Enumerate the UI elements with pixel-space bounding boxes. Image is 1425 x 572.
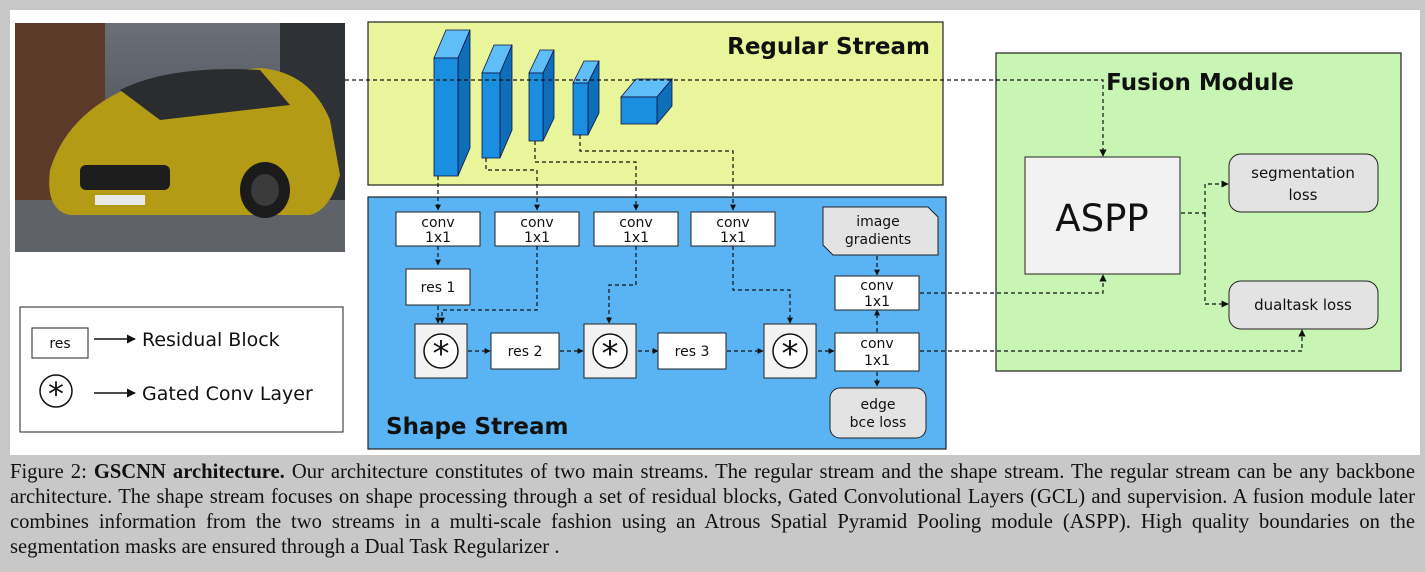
conv-label-bottom: 1x1 <box>623 230 649 246</box>
conv-label-top: conv <box>716 215 749 231</box>
caption-prefix: Figure 2: <box>10 461 94 483</box>
conv-label-bottom: 1x1 <box>524 230 550 246</box>
legend-res-box <box>31 327 89 359</box>
conv-label-top: conv <box>421 215 454 231</box>
segmentation-loss-box: segmentation loss <box>1228 153 1379 213</box>
conv-label-top: conv <box>619 215 652 231</box>
caption-text: Our architecture constitutes of two main… <box>10 461 1415 558</box>
caption-title: GSCNN architecture. <box>93 461 285 483</box>
conv-block-1: conv 1x1 <box>395 211 481 247</box>
res-block-1-label: res 1 <box>421 280 456 296</box>
gated-conv-layer-2: * <box>583 323 637 379</box>
conv-block-2: conv 1x1 <box>494 211 580 247</box>
connectors <box>345 79 1306 387</box>
conv-block-fusion-top: conv 1x1 <box>834 275 920 311</box>
image-gradients-line1: image <box>856 214 900 230</box>
res-block-2: res 2 <box>490 332 560 370</box>
cnn-layer-5 <box>620 77 673 126</box>
gate-symbol: * <box>602 334 619 374</box>
res-block-3-label: res 3 <box>675 344 710 360</box>
figure-panel: Regular Stream Shape Stream Fusion Modul… <box>10 10 1420 455</box>
cnn-layer-1 <box>433 29 471 177</box>
conv-label-bottom: 1x1 <box>864 353 890 369</box>
legend-res-box-label: res <box>49 336 70 352</box>
edge-bce-loss-box: edge bce loss <box>829 387 927 439</box>
segmentation-loss-line1: segmentation <box>1251 164 1355 182</box>
res-block-3: res 3 <box>657 332 727 370</box>
conv-label-top: conv <box>860 278 893 294</box>
conv-label-top: conv <box>520 215 553 231</box>
dualtask-loss-box: dualtask loss <box>1228 280 1379 330</box>
gated-conv-layer-3: * <box>763 323 817 379</box>
gate-symbol: * <box>782 334 799 374</box>
legend-gate-symbol: * <box>48 375 64 413</box>
legend-res-label: Residual Block <box>142 329 280 351</box>
conv-label-bottom: 1x1 <box>864 294 890 310</box>
res-block-2-label: res 2 <box>508 344 543 360</box>
conv-label-top: conv <box>860 336 893 352</box>
conv-block-fusion-bottom: conv 1x1 <box>834 332 920 372</box>
legend: res Residual Block * Gated Conv Layer <box>19 306 344 433</box>
regular-stream-title: Regular Stream <box>727 34 930 60</box>
dualtask-loss-label: dualtask loss <box>1254 296 1352 314</box>
conv-label-bottom: 1x1 <box>425 230 451 246</box>
cnn-layer-3 <box>528 49 555 142</box>
shape-stream-title: Shape Stream <box>386 414 569 440</box>
architecture-diagram: Regular Stream Shape Stream Fusion Modul… <box>15 21 1402 450</box>
car-photo <box>15 23 345 252</box>
fusion-module-title: Fusion Module <box>1106 70 1294 96</box>
gate-symbol: * <box>433 334 450 374</box>
cnn-layer-2 <box>481 44 513 159</box>
legend-gate-circle <box>39 374 73 408</box>
conv-label-bottom: 1x1 <box>720 230 746 246</box>
aspp-box: ASPP <box>1024 156 1181 275</box>
figure-caption: Figure 2: GSCNN architecture. Our archit… <box>10 460 1415 560</box>
legend-gate-label: Gated Conv Layer <box>142 383 313 405</box>
gated-conv-layer-1: * <box>414 323 468 379</box>
edge-loss-line2: bce loss <box>850 415 907 431</box>
segmentation-loss-line2: loss <box>1289 186 1318 204</box>
edge-loss-line1: edge <box>861 397 896 413</box>
res-block-1: res 1 <box>405 268 471 306</box>
conv-block-3: conv 1x1 <box>593 211 679 247</box>
image-gradients-line2: gradients <box>845 232 911 248</box>
aspp-label: ASPP <box>1055 197 1148 240</box>
image-gradients-box: image gradients <box>822 206 939 256</box>
conv-block-4: conv 1x1 <box>690 211 776 247</box>
